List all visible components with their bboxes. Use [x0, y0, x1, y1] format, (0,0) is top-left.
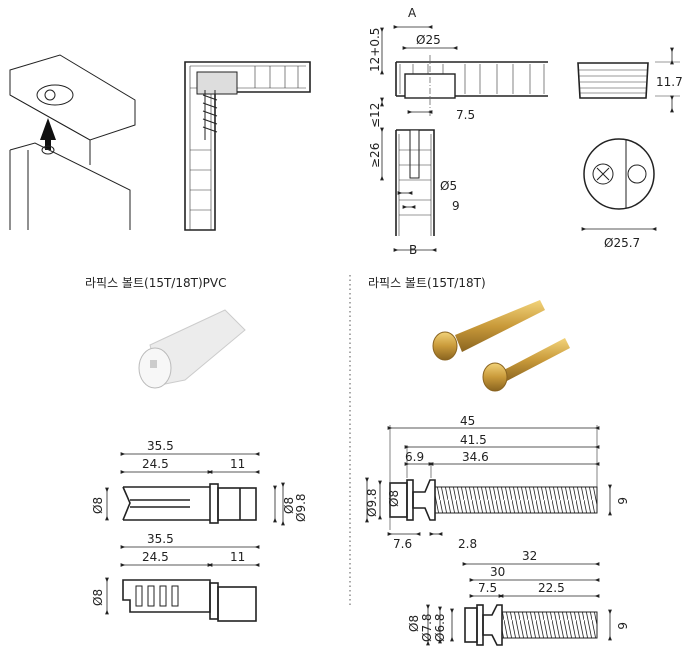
bolt-short-d3: Ø6.8: [433, 613, 447, 642]
bolt-short-total: 32: [522, 549, 537, 563]
pvc-top-d-left: Ø8: [91, 497, 105, 514]
dim-d25-7: Ø25.7: [604, 236, 640, 250]
bolt-long-thread: 34.6: [462, 450, 489, 464]
bolt-short-head: 7.5: [478, 581, 497, 595]
pvc-top-d-right: Ø8: [282, 497, 296, 514]
bolt-short-thread: 22.5: [538, 581, 565, 595]
pvc-plug-drawing-top: [105, 452, 285, 526]
dim-d5: Ø5: [440, 179, 457, 193]
screw-photo: [432, 300, 570, 392]
dim-b: B: [409, 243, 417, 257]
cam-fitting-drawing: [577, 47, 680, 231]
installation-sketch: [9, 54, 136, 230]
pvc-plug-photo: [138, 309, 246, 389]
bolt-short-l2: 30: [490, 565, 505, 579]
bolt-long-l2: 41.5: [460, 433, 487, 447]
bolt-short-drawing: [426, 562, 612, 646]
pvc-bottom-front: 24.5: [142, 550, 169, 564]
pvc-plug-drawing-bottom: [105, 545, 260, 622]
dim-11-7: 11.7: [656, 75, 683, 89]
pvc-top-total: 35.5: [147, 439, 174, 453]
pvc-top-back: 11: [230, 457, 245, 471]
bolt-short-d-thread: 6: [615, 622, 629, 630]
bolt-long-d-thread: 6: [615, 497, 629, 505]
dim-d25: Ø25: [416, 33, 441, 47]
bolt-short-d2: Ø7.8: [420, 613, 434, 642]
arrow-up-icon: [40, 118, 56, 150]
pvc-bottom-back: 11: [230, 550, 245, 564]
bolt-long-d-outer: Ø9.8: [365, 488, 379, 517]
bolt-long-collar: 7.6: [393, 537, 412, 551]
bolt-long-d-inner: Ø8: [387, 490, 401, 507]
bolt-long-flange: 2.8: [458, 537, 477, 551]
panel-section-drawing: [184, 61, 311, 231]
dim-ge26: ≥26: [368, 143, 382, 168]
pvc-top-front: 24.5: [142, 457, 169, 471]
bolt-short-d1: Ø8: [407, 615, 421, 632]
dim-a: A: [408, 6, 417, 20]
bolt-caption: 라픽스 볼트(15T/18T): [368, 276, 486, 290]
bolt-long-head: 6.9: [405, 450, 424, 464]
bolt-long-drawing: [365, 425, 612, 536]
bolt-long-total: 45: [460, 414, 475, 428]
pvc-bottom-d-left: Ø8: [91, 589, 105, 606]
dim-le12: ≤12: [368, 103, 382, 128]
cam-hole-drawing: [380, 25, 548, 252]
pvc-caption: 라픽스 볼트(15T/18T)PVC: [85, 276, 226, 290]
dim-7-5: 7.5: [456, 108, 475, 122]
dim-9: 9: [452, 199, 460, 213]
pvc-top-d-outer: Ø9.8: [294, 493, 308, 522]
dim-depth: 12+0.5: [368, 28, 382, 72]
pvc-bottom-total: 35.5: [147, 532, 174, 546]
